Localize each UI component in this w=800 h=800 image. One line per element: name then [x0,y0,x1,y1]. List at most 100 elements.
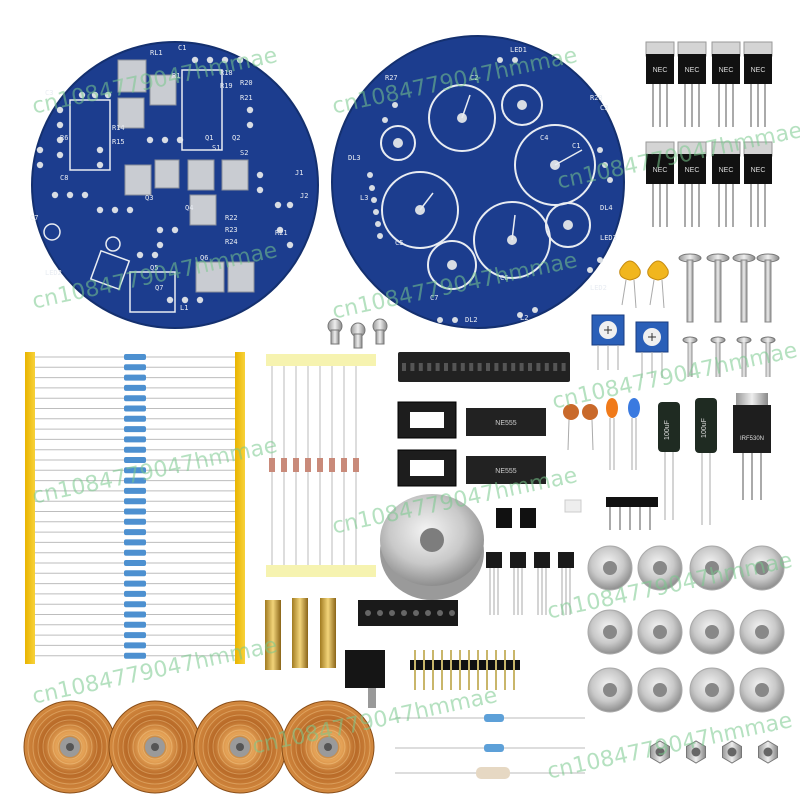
ring-hole [603,683,617,697]
silkscreen-label: R20 [240,79,253,87]
hex-nuts [650,740,778,764]
transistor-body [712,54,740,84]
header-hole [519,363,524,371]
silkscreen-label: J1 [295,169,303,177]
transistor-label: NEC [685,67,700,74]
screw-shaft [741,342,747,377]
resistor-body [124,395,146,402]
transistor-label: NEC [653,167,668,174]
coil-winding [132,724,178,770]
axial-body [281,458,287,472]
resistor-body [124,426,146,433]
screw-shaft [764,259,772,323]
terminal-hole [425,610,431,616]
header-hole [469,363,474,371]
ring-hole [705,561,719,575]
silkscreen-label: R27 [385,74,398,82]
ic-sockets: NE555 NE555 [397,401,546,487]
terminal-block [358,600,458,626]
terminal-hole [365,610,371,616]
silkscreen-label: Q3 [145,194,153,202]
small-screws [327,318,388,349]
transistor-tab [645,41,675,57]
ic-label-1: NE555 [495,420,517,427]
terminal-hole [413,610,419,616]
resistor-body [124,580,146,587]
silkscreen-label: DL2 [465,316,478,324]
resistor-body [124,590,146,597]
silkscreen-label: Q6 [200,254,208,262]
header-hole [452,363,457,371]
coil-winding [32,709,108,785]
silkscreen-label: L3 [360,194,368,202]
silkscreen-label: Q2 [232,134,240,142]
nut-hole [727,747,737,757]
coil-winding [285,704,371,790]
resistor-body [124,374,146,381]
header-hole [435,363,440,371]
header-hole [511,363,516,371]
transistor-label: NEC [653,67,668,74]
screw-shaft [765,342,771,377]
silkscreen-label: C3 [45,89,53,97]
transistor-label: NEC [719,67,734,74]
silkscreen-label: R1 [172,72,180,80]
coil-winding [207,714,273,780]
silkscreen-label: C7 [30,214,38,222]
female-header [398,352,570,382]
round-magnet [380,494,484,600]
resistor-body [124,487,146,494]
screws-group [678,253,780,377]
transistor-label: NEC [751,67,766,74]
coil-hole [324,743,332,751]
copper-coils [23,700,375,794]
coil-winding [42,719,98,775]
screw-shaft [740,259,748,323]
coil-hole [236,743,244,751]
coil-winding [222,729,258,765]
axial-body [269,458,275,472]
silkscreen-label: J2 [300,192,308,200]
transistor-body [712,154,740,184]
header-hole [536,363,541,371]
ring-hole [653,683,667,697]
coil-winding [305,724,351,770]
header-hole [410,363,415,371]
silkscreen-label: LED2 [590,284,607,292]
silkscreen-label: C8 [60,174,68,182]
resistor-body [124,477,146,484]
resistor-body [124,560,146,566]
silkscreen-label: R6 [60,134,68,142]
silkscreen-label: R23 [225,226,238,234]
nut-hole [763,747,773,757]
silkscreen-label: L1 [180,304,188,312]
resistor-body [124,415,146,422]
silkscreen-label: C4 [540,134,548,142]
header-hole [427,363,432,371]
silkscreen-label: LED1 [510,46,527,54]
silkscreen-label: R21 [275,229,288,237]
header-hole [402,363,406,371]
axial-body [293,458,299,472]
transistor-tab [711,41,741,57]
silkscreen-label: R18 [220,69,233,77]
coil-winding [227,734,253,760]
terminal-hole [401,610,407,616]
resistor-body [124,498,146,505]
coil-winding [37,714,103,780]
male-header [410,650,520,690]
resistor-body [124,508,146,515]
header-hole [444,363,448,371]
transistor-tab [711,141,741,157]
ring-hole [755,683,769,697]
nut-hole [655,747,665,757]
silkscreen-label: S1 [212,144,220,152]
coil-winding [47,724,93,770]
screw-shaft [687,342,693,377]
ring-hole [653,625,667,639]
silkscreen-label: LED2 [45,269,62,277]
silkscreen-label: R15 [112,138,125,146]
ring-hole [653,561,667,575]
